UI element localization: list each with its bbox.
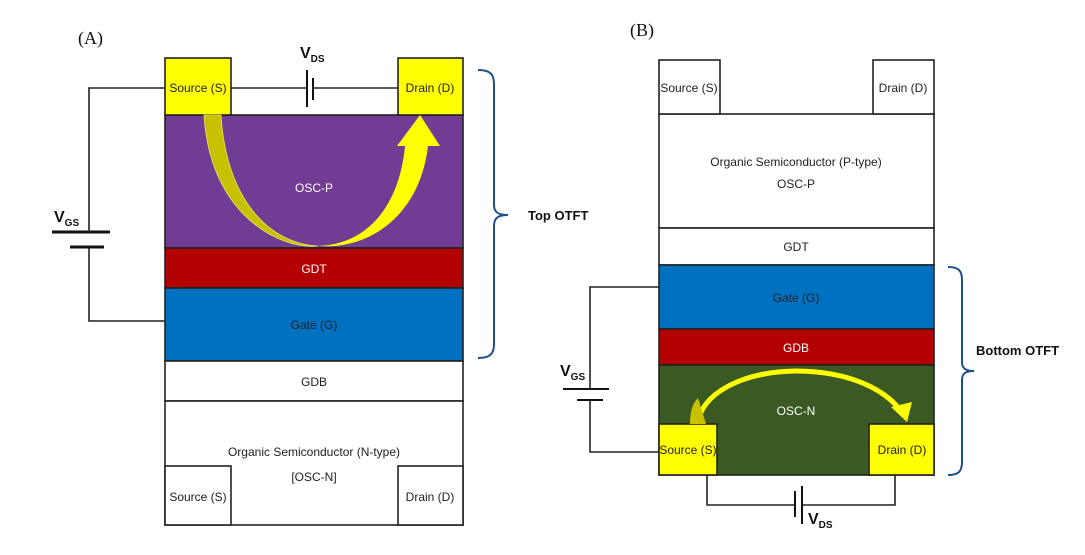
vgs-wire [88, 87, 165, 322]
current-arrow-tail [690, 398, 706, 424]
source-bottom-label: Source (S) [169, 490, 226, 504]
gate-layer [164, 287, 464, 362]
vds-wire [706, 475, 896, 506]
drain-bottom-electrode [397, 465, 464, 526]
drain-top-label: Drain (D) [879, 81, 928, 95]
source-bottom-electrode [164, 465, 232, 526]
panel-b-label: (B) [630, 20, 654, 41]
gdb-layer [164, 360, 464, 402]
drain-top-label: Drain (D) [406, 81, 455, 95]
gate-layer [658, 264, 935, 330]
panel-a: (A) VDS VGS Source (S) Drain (D) OSC-P G… [52, 28, 588, 526]
gate-label: Gate (G) [291, 318, 338, 332]
gdt-label: GDT [301, 262, 327, 276]
vds-label: VDS [300, 45, 325, 65]
drain-bottom-label: Drain (D) [406, 490, 455, 504]
vgs-label: VGS [54, 209, 79, 229]
osc-n-label-2: [OSC-N] [291, 470, 336, 484]
drain-top-electrode [397, 57, 464, 116]
source-bottom-electrode [658, 423, 718, 476]
bottom-otft-label: Bottom OTFT [976, 343, 1059, 358]
source-top-label: Source (S) [169, 81, 226, 95]
gate-label: Gate (G) [773, 291, 820, 305]
gdb-layer [658, 328, 935, 366]
vgs-label: VGS [560, 363, 585, 383]
panel-a-label: (A) [78, 28, 103, 49]
vds-label: VDS [808, 511, 833, 531]
drain-bottom-label: Drain (D) [878, 443, 927, 457]
source-top-electrode [164, 57, 232, 116]
vgs-wire [589, 286, 659, 453]
osc-n-label: OSC-N [777, 404, 816, 418]
top-otft-brace [477, 69, 509, 359]
source-top-electrode [658, 59, 721, 115]
source-bottom-label: Source (S) [659, 443, 716, 457]
current-arrow-up [318, 115, 440, 247]
drain-top-electrode [872, 59, 935, 115]
osc-n-label-1: Organic Semiconductor (N-type) [228, 445, 400, 459]
gdt-layer [658, 227, 935, 266]
gdb-label: GDB [783, 341, 809, 355]
source-top-label: Source (S) [660, 81, 717, 95]
bottom-otft-brace [947, 266, 975, 476]
osc-p-label-1: Organic Semiconductor (P-type) [710, 155, 881, 169]
current-arrow [695, 368, 902, 425]
current-arrowhead [891, 402, 912, 422]
top-otft-label: Top OTFT [528, 208, 588, 223]
gdt-layer [164, 247, 464, 289]
osc-p-label-2: OSC-P [777, 177, 815, 191]
panel-b: (B) VGS VDS Source (S) Drain (D) Organic… [560, 20, 1059, 531]
drain-bottom-electrode [868, 423, 935, 476]
osc-p-label: OSC-P [295, 181, 333, 195]
osc-p-layer [658, 113, 935, 229]
gdb-label: GDB [301, 375, 327, 389]
gdt-label: GDT [783, 240, 809, 254]
